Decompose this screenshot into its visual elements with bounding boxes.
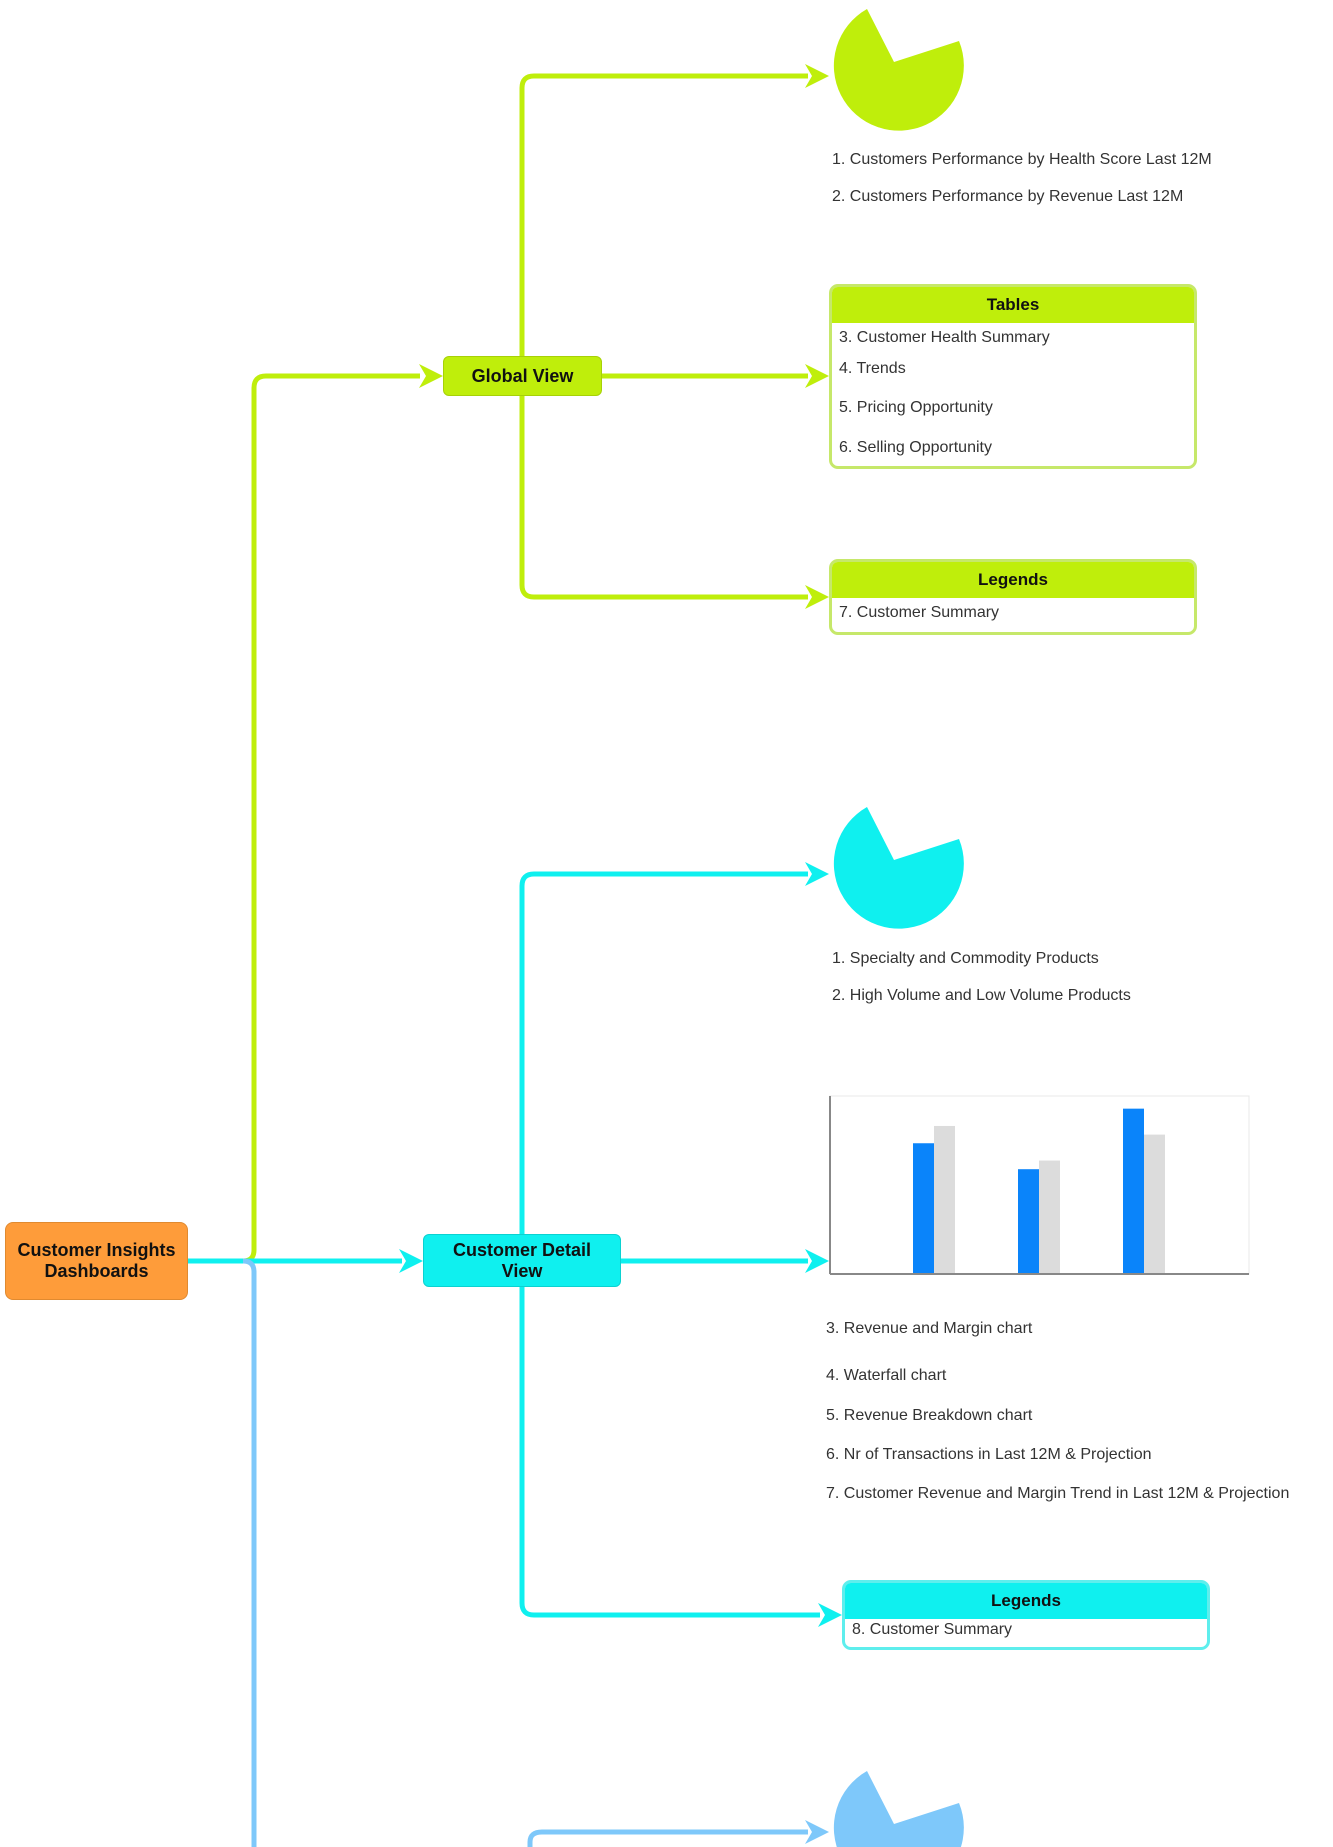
- arrowhead-chart: [805, 1249, 829, 1273]
- arrowhead-detail: [399, 1249, 423, 1273]
- global-view-node[interactable]: Global View: [443, 356, 602, 396]
- arrowhead-legends1: [805, 585, 829, 609]
- detail-legends-title: Legends: [845, 1583, 1207, 1619]
- tables-item-1: 3. Customer Health Summary: [839, 329, 1050, 346]
- connector-global-to-legends: [519, 396, 808, 600]
- detail-chart-item-4: 6. Nr of Transactions in Last 12M & Proj…: [826, 1446, 1152, 1463]
- tables-card[interactable]: Tables 3. Customer Health Summary 4. Tre…: [829, 284, 1197, 469]
- bar-series2-group2: [1039, 1160, 1060, 1273]
- root-node-customer-insights-dashboards[interactable]: Customer Insights Dashboards: [5, 1222, 188, 1300]
- customer-detail-view-label-line1: Customer Detail: [452, 1239, 592, 1260]
- detail-pie-item-1: 1. Specialty and Commodity Products: [832, 950, 1099, 967]
- arrowhead-pie2: [805, 862, 829, 886]
- detail-chart-item-5: 7. Customer Revenue and Margin Trend in …: [826, 1485, 1290, 1502]
- arrowhead-legends2: [818, 1603, 842, 1627]
- bar-series1-group3: [1123, 1108, 1144, 1273]
- arrowhead-global: [419, 364, 443, 388]
- detail-legends-card[interactable]: Legends 8. Customer Summary: [842, 1580, 1210, 1650]
- global-legends-item-1: 7. Customer Summary: [839, 604, 1000, 621]
- bar-chart-thumbnail: [829, 1095, 1250, 1275]
- customer-detail-view-label-line2: View: [501, 1260, 543, 1281]
- global-view-label: Global View: [471, 365, 574, 386]
- detail-pie-item-2: 2. High Volume and Low Volume Products: [832, 987, 1131, 1004]
- connector-root-to-global: [188, 373, 420, 1264]
- tables-item-2: 4. Trends: [839, 360, 906, 377]
- bar-series1-group1: [913, 1143, 934, 1273]
- connector-detail-to-pie: [519, 871, 808, 1234]
- detail-chart-item-2: 4. Waterfall chart: [826, 1367, 947, 1384]
- global-pie-item-2: 2. Customers Performance by Revenue Last…: [832, 188, 1184, 205]
- arrowhead-pie3: [805, 1820, 829, 1844]
- connector-global-to-pie: [519, 73, 808, 356]
- detail-chart-item-3: 5. Revenue Breakdown chart: [826, 1407, 1033, 1424]
- pie-chart-icon-detail: [833, 807, 964, 929]
- root-node-label-line1: Customer Insights: [17, 1240, 176, 1261]
- connector-third-to-pie: [527, 1829, 808, 1847]
- customer-detail-view-node[interactable]: Customer Detail View: [423, 1234, 621, 1287]
- tables-item-4: 6. Selling Opportunity: [839, 439, 992, 456]
- connector-detail-to-legends: [519, 1287, 820, 1618]
- connector-root-to-third: [242, 1258, 257, 1847]
- bar-series1-group2: [1018, 1169, 1039, 1273]
- arrowhead-pie1: [805, 64, 829, 88]
- tables-item-3: 5. Pricing Opportunity: [839, 399, 993, 416]
- bar-series2-group3: [1144, 1134, 1165, 1273]
- detail-legends-item-1: 8. Customer Summary: [852, 1621, 1013, 1638]
- tables-card-title: Tables: [832, 287, 1194, 323]
- root-node-label-line2: Dashboards: [44, 1261, 149, 1281]
- global-legends-card[interactable]: Legends 7. Customer Summary: [829, 559, 1197, 635]
- pie-chart-icon-third: [833, 1771, 964, 1847]
- global-legends-title: Legends: [832, 562, 1194, 598]
- bar-series2-group1: [934, 1125, 955, 1273]
- detail-chart-item-1: 3. Revenue and Margin chart: [826, 1320, 1033, 1337]
- global-pie-item-1: 1. Customers Performance by Health Score…: [832, 151, 1212, 168]
- pie-chart-icon-global: [833, 9, 964, 131]
- arrowhead-tables: [805, 364, 829, 388]
